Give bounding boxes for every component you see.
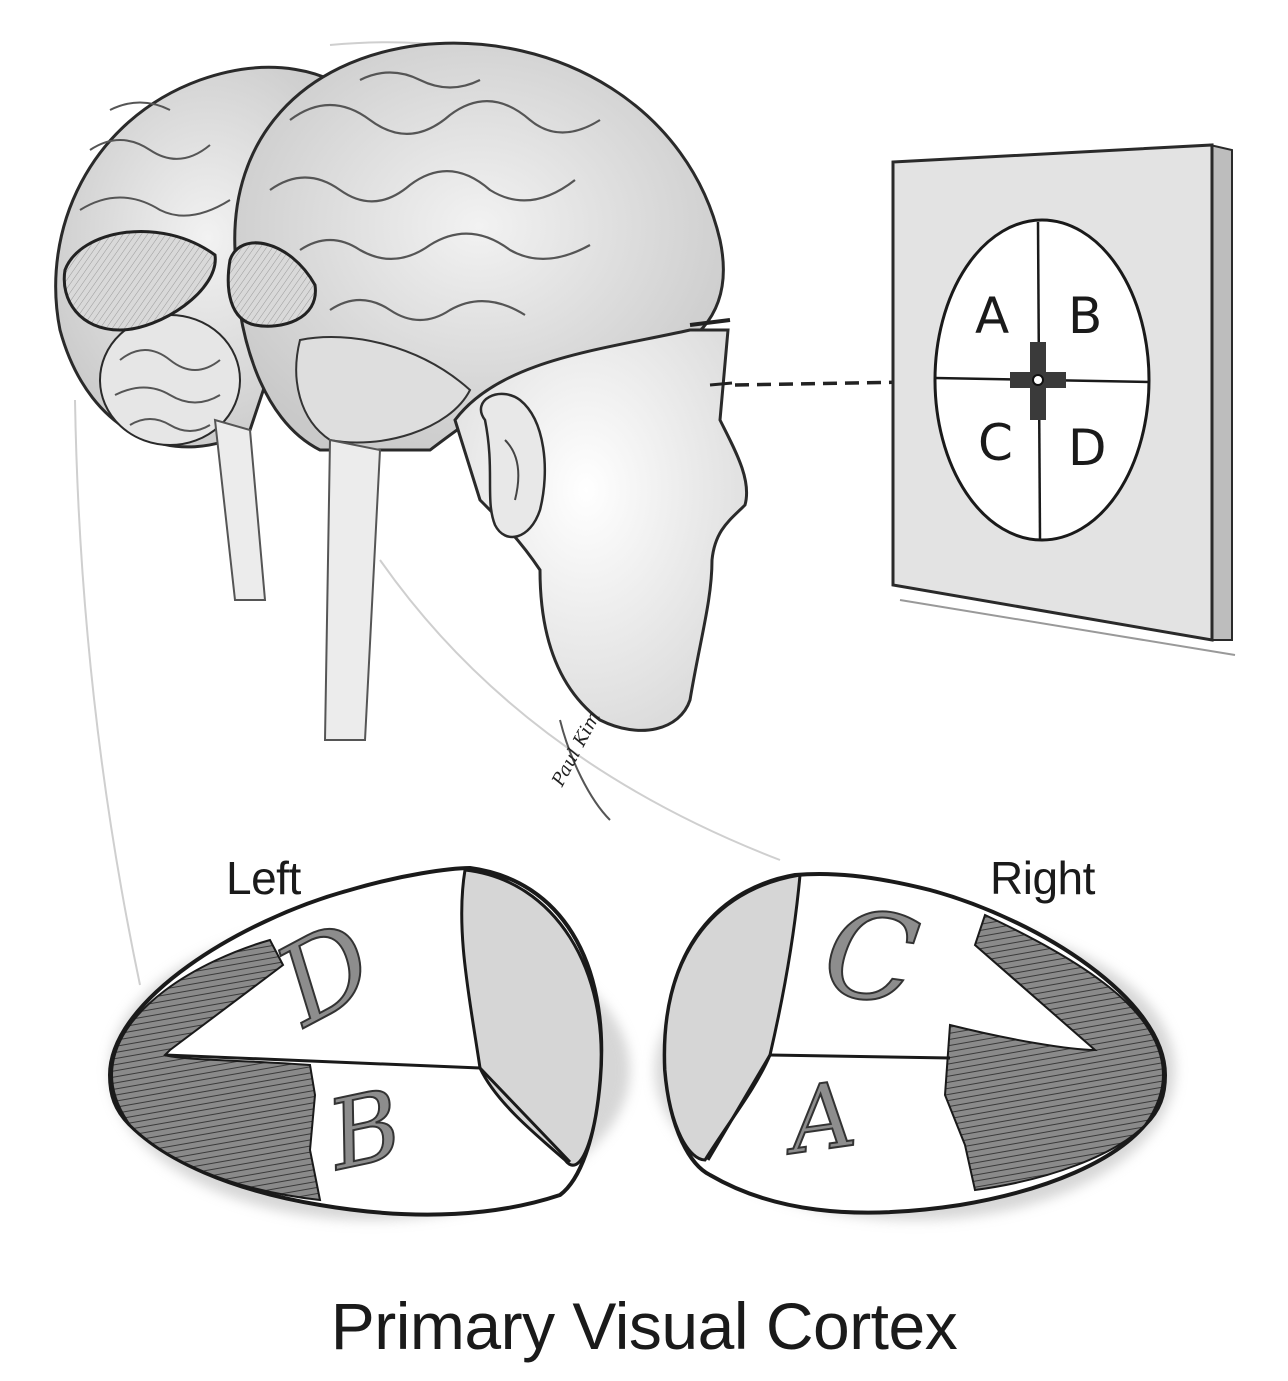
quadrant-c-label: C — [978, 414, 1013, 472]
left-cortex: D B — [107, 865, 630, 1220]
quadrant-a-label: A — [975, 287, 1009, 345]
right-cortex-upper-letter: C — [816, 883, 926, 1033]
right-hemisphere-label: Right — [990, 852, 1095, 904]
visual-field-screen: A B C D — [891, 143, 1236, 656]
page-title: Primary Visual Cortex — [330, 1289, 958, 1363]
left-hemisphere-label: Left — [226, 852, 301, 904]
right-cortex: C A — [655, 871, 1175, 1220]
face-profile — [453, 318, 749, 821]
quadrant-b-label: B — [1068, 287, 1102, 345]
quadrant-d-label: D — [1068, 419, 1107, 477]
